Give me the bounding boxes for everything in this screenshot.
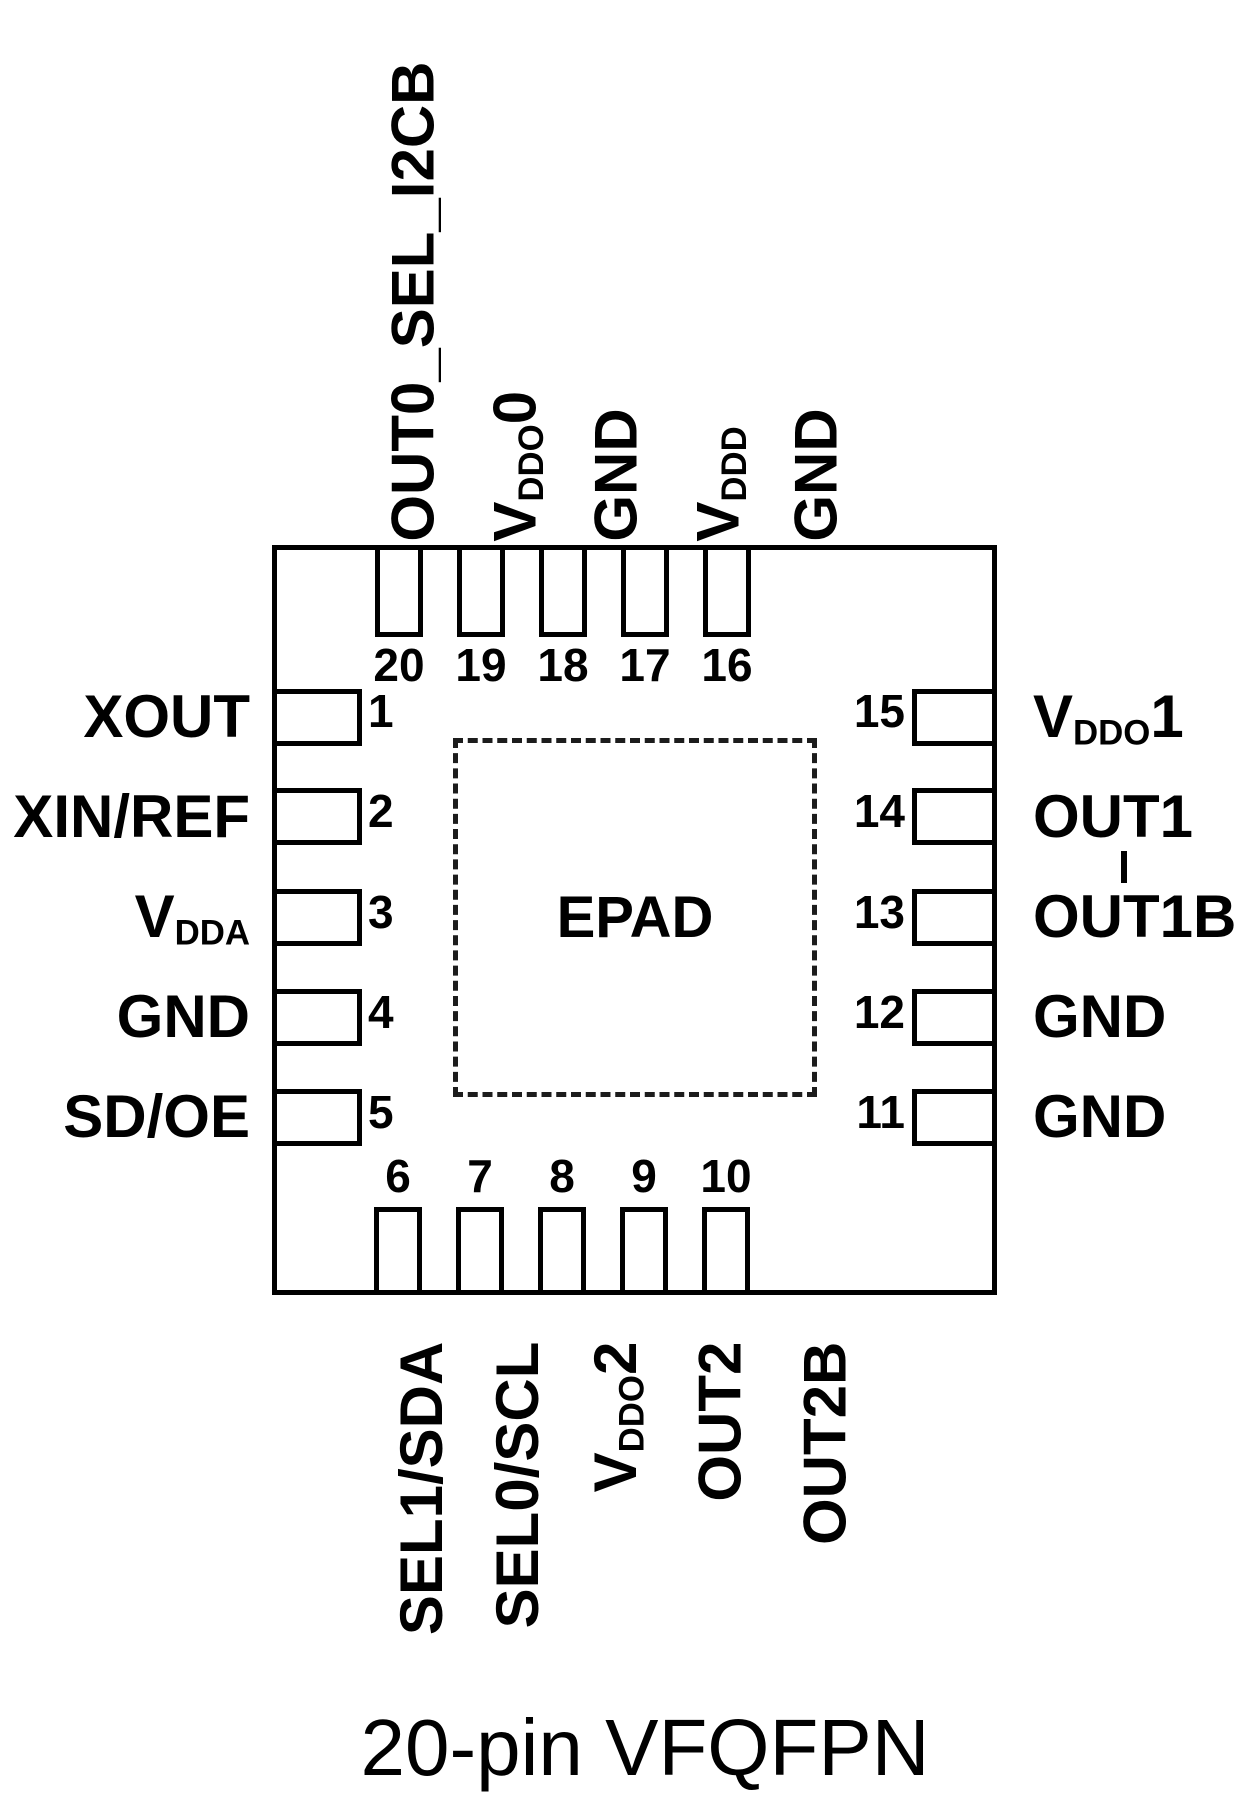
pin-20-number: 20 <box>373 639 425 691</box>
pin-11-pad <box>912 1089 997 1146</box>
pin-10-label: OUT2B <box>791 1341 859 1545</box>
pin-16-number: 16 <box>701 639 753 691</box>
pin-5-pad <box>272 1089 362 1146</box>
pin-5-number: 5 <box>368 1086 394 1138</box>
pin-1-number: 1 <box>368 685 394 737</box>
pin-15-number: 15 <box>853 685 905 737</box>
pin-18-label: GND <box>582 408 650 542</box>
pin-2-label: XIN/REF <box>13 783 250 850</box>
pin-17-number: 17 <box>619 639 671 691</box>
pin-2-number: 2 <box>368 785 394 837</box>
pin-15-pad <box>912 689 997 746</box>
pin-3-pad <box>272 889 362 946</box>
pin-20-label: OUT0_SEL_I2CB <box>379 61 447 542</box>
pin-3-number: 3 <box>368 886 394 938</box>
pin-16-pad <box>703 545 751 637</box>
epad-region: EPAD <box>453 738 817 1097</box>
pin-13-pad <box>912 889 997 946</box>
pin-13-number: 13 <box>853 886 905 938</box>
package-outline <box>272 545 997 1295</box>
pin-9-number: 9 <box>631 1150 657 1202</box>
package-caption: 20-pin VFQFPN <box>360 1703 930 1792</box>
pin-8-pad <box>538 1207 586 1295</box>
pin-7-pad <box>456 1207 504 1295</box>
pin-17-pad <box>621 545 669 637</box>
pin-9-label: OUT2 <box>686 1341 754 1502</box>
pin-8-label: VDDO2 <box>582 1341 652 1493</box>
pin-15-label: VDDO1 <box>1033 683 1184 753</box>
pin-12-number: 12 <box>853 986 905 1038</box>
pin-4-pad <box>272 989 362 1046</box>
pin-6-number: 6 <box>385 1150 411 1202</box>
pin-2-pad <box>272 788 362 845</box>
pin-12-pad <box>912 989 997 1046</box>
pin-10-number: 10 <box>700 1150 752 1202</box>
pin-7-number: 7 <box>467 1150 493 1202</box>
pin-19-number: 19 <box>455 639 507 691</box>
pin-16-label: GND <box>782 408 850 542</box>
pin-19-label: VDDO0 <box>481 390 551 542</box>
pin-9-pad <box>620 1207 668 1295</box>
epad-label: EPAD <box>556 885 714 950</box>
pin-18-pad <box>539 545 587 637</box>
pin-3-label: VDDA <box>134 883 250 953</box>
pin-11-label: GND <box>1033 1083 1167 1150</box>
pin-10-pad <box>702 1207 750 1295</box>
pin-14-label: OUT1 <box>1033 783 1194 850</box>
pin-17-label: VDDD <box>684 426 754 542</box>
pin-6-pad <box>374 1207 422 1295</box>
pin-14-pad <box>912 788 997 845</box>
pin-1-pad <box>272 689 362 746</box>
pin-11-number: 11 <box>856 1086 905 1138</box>
pin-8-number: 8 <box>549 1150 575 1202</box>
pin-18-number: 18 <box>537 639 589 691</box>
pin-4-number: 4 <box>368 986 394 1038</box>
pin-12-label: GND <box>1033 983 1167 1050</box>
pin-14-number: 14 <box>853 785 905 837</box>
pin-19-pad <box>457 545 505 637</box>
pin-6-label: SEL1/SDA <box>387 1341 455 1636</box>
overbar-mark <box>1121 851 1127 883</box>
pin-4-label: GND <box>116 983 250 1050</box>
pin-13-label: OUT1B <box>1033 883 1237 950</box>
pin-5-label: SD/OE <box>63 1083 250 1150</box>
pin-1-label: XOUT <box>83 683 250 750</box>
pin-20-pad <box>375 545 423 637</box>
pin-7-label: SEL0/SCL <box>484 1341 552 1629</box>
